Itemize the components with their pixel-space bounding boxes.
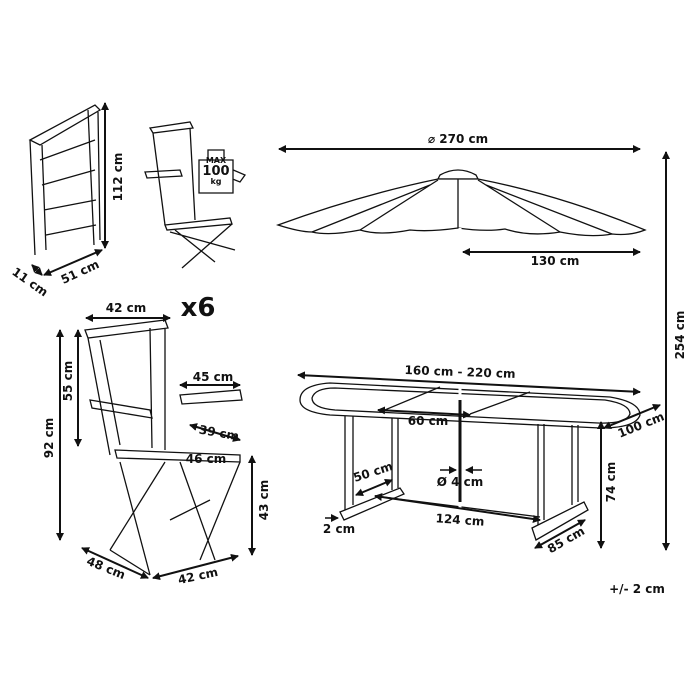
tolerance-label: +/- 2 cm bbox=[609, 582, 665, 596]
max-label: MAX bbox=[205, 156, 227, 165]
quantity-label: x6 bbox=[180, 293, 216, 323]
chair-seat-width-label: 46 cm bbox=[185, 452, 227, 466]
umbrella-diameter-label: ⌀ 270 cm bbox=[427, 132, 489, 146]
umbrella-height-label: 254 cm bbox=[673, 310, 687, 360]
chair-with-weight-drawing bbox=[144, 121, 246, 269]
table-extension-label: 60 cm bbox=[407, 414, 449, 428]
table-foot-label: 2 cm bbox=[322, 522, 356, 536]
dimension-arrows bbox=[31, 102, 670, 581]
chair-back-height-label: 55 cm bbox=[61, 360, 75, 402]
chair-seat-height-label: 43 cm bbox=[257, 479, 271, 521]
folded-chair-drawing bbox=[28, 104, 102, 256]
weight-value: 100 bbox=[202, 164, 230, 179]
chair-drawing bbox=[84, 319, 243, 576]
pole-hole-label: Ø 4 cm bbox=[436, 475, 484, 489]
weight-unit: kg bbox=[210, 177, 222, 186]
umbrella-radius-label: 130 cm bbox=[530, 254, 580, 268]
chair-armrest-label: 45 cm bbox=[192, 370, 234, 384]
table-height-label: 74 cm bbox=[604, 461, 618, 503]
max-weight-badge: MAX 100 kg bbox=[199, 157, 233, 186]
folded-height-label: 112 cm bbox=[111, 152, 125, 202]
chair-top-width-label: 42 cm bbox=[105, 301, 147, 315]
chair-total-height-label: 92 cm bbox=[42, 417, 56, 459]
